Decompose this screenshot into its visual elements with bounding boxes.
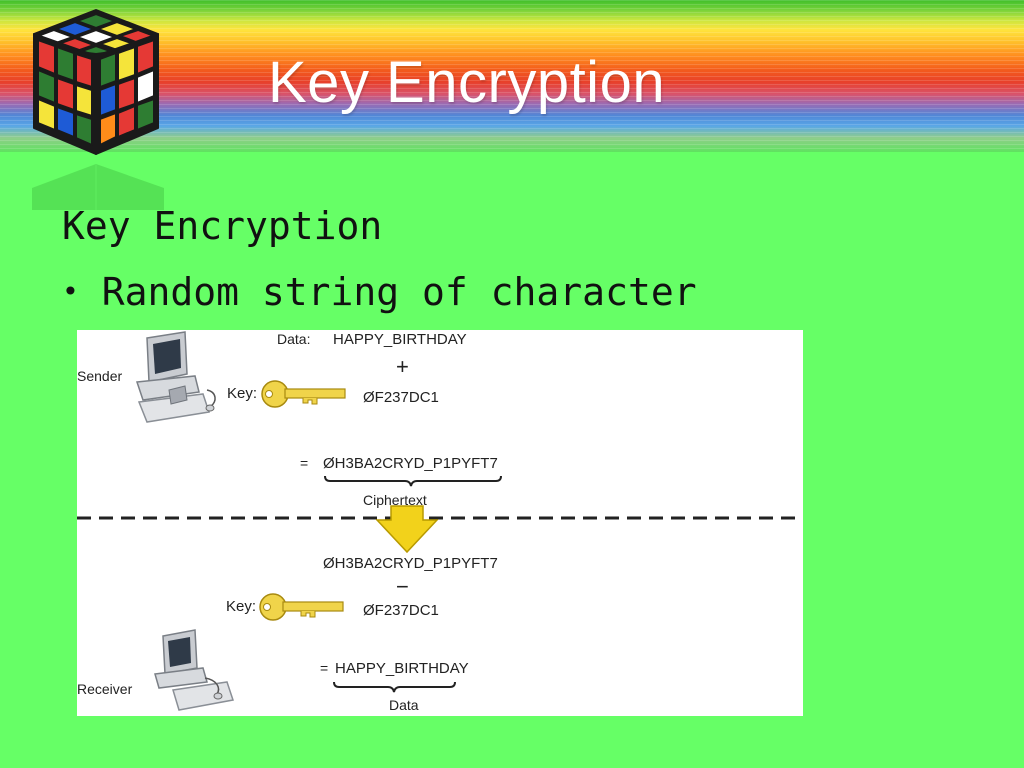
minus-sign: − <box>396 574 409 599</box>
bullet-item: • Random string of character <box>62 270 697 318</box>
receiver-data-label: Data <box>389 697 419 713</box>
cube-reflection <box>32 164 164 210</box>
key-value: ØF237DC1 <box>363 389 439 406</box>
bullet-text: Random string of character <box>101 270 697 314</box>
receiver-equals: = <box>320 660 328 676</box>
content-heading: Key Encryption <box>62 204 383 248</box>
data-value: HAPPY_BIRTHDAY <box>333 331 467 348</box>
plus-sign: + <box>396 354 409 379</box>
computer-icon <box>154 629 234 711</box>
receiver-cipher-value: ØH3BA2CRYD_P1PYFT7 <box>323 555 498 572</box>
key-icon <box>259 593 344 621</box>
receiver-label: Receiver <box>77 681 133 697</box>
encryption-diagram: Sender Data: HAPPY_BIRTHDAY + Key: ØF237… <box>77 330 803 716</box>
slide-title: Key Encryption <box>268 50 666 115</box>
receiver-key-label: Key: <box>226 598 256 615</box>
data-prefix: Data: <box>277 331 310 347</box>
receiver-data-value: HAPPY_BIRTHDAY <box>335 660 469 677</box>
ciphertext-value: ØH3BA2CRYD_P1PYFT7 <box>323 455 498 472</box>
down-arrow-icon <box>375 505 439 554</box>
equals-sign: = <box>300 455 308 471</box>
title-banner <box>0 0 1024 152</box>
key-icon <box>261 380 346 408</box>
bullet-marker: • <box>62 275 79 308</box>
banner-stripes <box>0 0 1024 152</box>
ciphertext-label: Ciphertext <box>363 492 427 508</box>
sender-label: Sender <box>77 368 122 384</box>
key-label: Key: <box>227 385 257 402</box>
rubiks-cube-icon <box>33 9 159 155</box>
receiver-key-value: ØF237DC1 <box>363 602 439 619</box>
computer-icon <box>135 331 216 423</box>
